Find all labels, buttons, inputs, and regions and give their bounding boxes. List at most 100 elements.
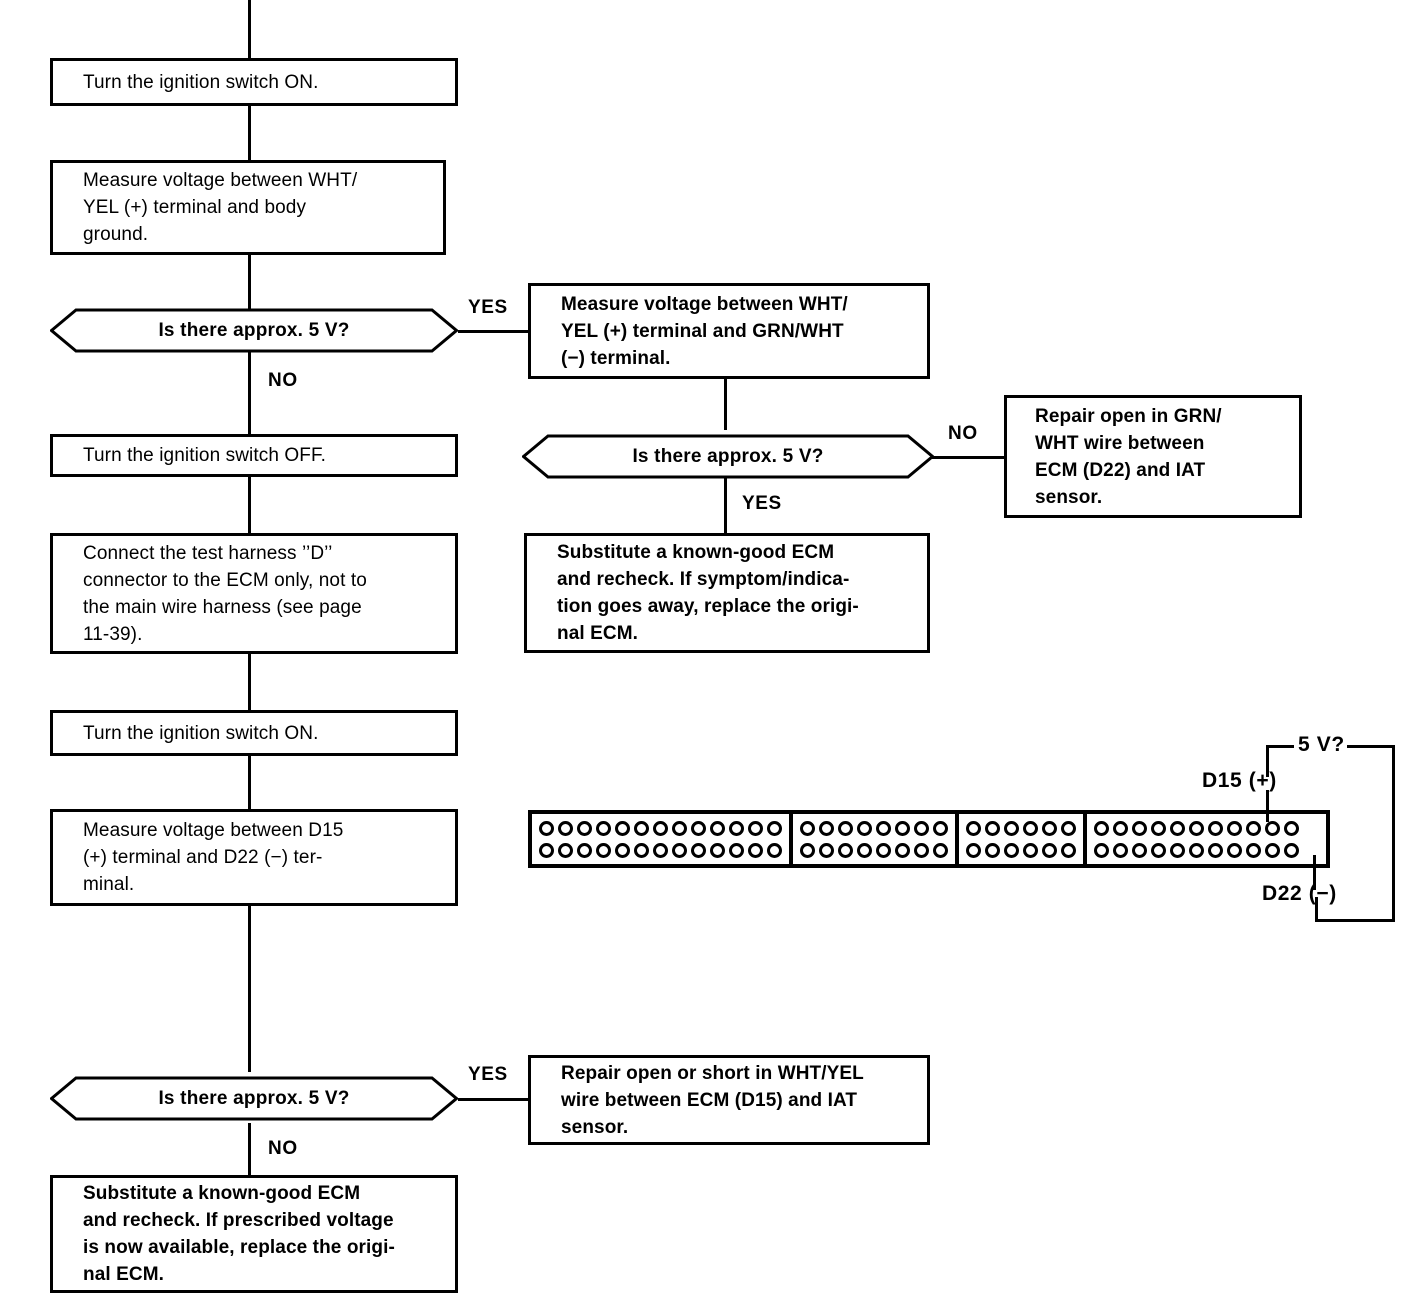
connector-pin [1265, 842, 1280, 858]
connector-pin [838, 842, 853, 858]
connector-pin [1284, 820, 1299, 836]
connector-pin [1113, 820, 1128, 836]
connector-pin [966, 842, 981, 858]
step-ignition-off-label: Turn the ignition switch OFF. [83, 445, 326, 466]
connector-pin [539, 842, 554, 858]
connector-pin [1113, 842, 1128, 858]
connector-pin [577, 820, 592, 836]
edge-label-no-2: NO [948, 423, 978, 444]
connector-line-top-entry [248, 0, 251, 58]
connector-pin [800, 820, 815, 836]
connector-pin [819, 820, 834, 836]
connector-pin [596, 820, 611, 836]
connector-pin [1132, 842, 1147, 858]
connector-pin [1265, 820, 1280, 836]
connector-pin [914, 820, 929, 836]
connector-segment-4-row-bottom [1094, 842, 1299, 858]
step-ignition-off: Turn the ignition switch OFF. [50, 434, 458, 477]
edge-label-no-1: NO [268, 370, 298, 391]
result-repair-wht-yel: Repair open or short in WHT/YEL wire bet… [528, 1055, 930, 1145]
connector-segment-2 [793, 814, 959, 864]
connector-line-n2-n3 [248, 255, 251, 310]
decision-5v-second-label: Is there approx. 5 V? [632, 445, 824, 467]
connector-line-n12-n14 [248, 1123, 251, 1176]
decision-5v-first-label: Is there approx. 5 V? [158, 319, 350, 341]
connector-pin [838, 820, 853, 836]
callout-label-d22: D22 (−) [1262, 882, 1337, 905]
connector-pin [800, 842, 815, 858]
connector-pin [857, 842, 872, 858]
connector-pin [985, 842, 1000, 858]
connector-line-n4-n5 [724, 378, 727, 430]
connector-pin [1094, 842, 1109, 858]
result-substitute-ecm-symptom-label: Substitute a known-good ECM and recheck.… [557, 542, 859, 644]
connector-pin [1004, 820, 1019, 836]
connector-pin [729, 820, 744, 836]
connector-segment-4 [1087, 814, 1306, 864]
callout-lead-d22-return-up [1315, 897, 1318, 922]
connector-line-yes1 [458, 330, 530, 333]
callout-lead-d15-upper [1266, 745, 1269, 777]
connector-pin [1094, 820, 1109, 836]
connector-line-no2 [932, 456, 1004, 459]
connector-pin [857, 820, 872, 836]
step-measure-wht-yel-body-label: Measure voltage between WHT/ YEL (+) ter… [83, 170, 358, 245]
callout-bar-5v-left [1266, 745, 1294, 748]
connector-pin [653, 842, 668, 858]
connector-pin [876, 842, 891, 858]
connector-pin [767, 820, 782, 836]
result-repair-grn-wht-label: Repair open in GRN/ WHT wire between ECM… [1035, 405, 1222, 508]
connector-pin [876, 820, 891, 836]
connector-pin [914, 842, 929, 858]
connector-line-n1-n2 [248, 105, 251, 160]
connector-pin [558, 820, 573, 836]
connector-pin [933, 842, 948, 858]
connector-pin [1061, 820, 1076, 836]
connector-pin [1061, 842, 1076, 858]
connector-pin [1023, 820, 1038, 836]
connector-segment-2-row-bottom [800, 842, 948, 858]
connector-pin [634, 842, 649, 858]
connector-line-n11-n12 [248, 905, 251, 1072]
connector-pin [1227, 842, 1242, 858]
connector-pin [895, 842, 910, 858]
decision-5v-first-shape [50, 308, 458, 353]
step-measure-wht-yel-grn-wht: Measure voltage between WHT/ YEL (+) ter… [528, 283, 930, 379]
step-ignition-on-bottom: Turn the ignition switch ON. [50, 710, 458, 756]
step-measure-wht-yel-body: Measure voltage between WHT/ YEL (+) ter… [50, 160, 446, 255]
connector-pin [672, 820, 687, 836]
edge-label-yes-3: YES [468, 1064, 508, 1085]
connector-pin [1004, 842, 1019, 858]
connector-pin [748, 842, 763, 858]
connector-line-n9-n10 [248, 653, 251, 710]
connector-pin [748, 820, 763, 836]
result-repair-grn-wht: Repair open in GRN/ WHT wire between ECM… [1004, 395, 1302, 518]
edge-label-yes-1: YES [468, 297, 508, 318]
connector-pin [672, 842, 687, 858]
connector-pin [1023, 842, 1038, 858]
connector-pin [653, 820, 668, 836]
callout-lead-5v-right-down [1392, 745, 1395, 922]
callout-lead-d22 [1313, 855, 1316, 890]
edge-label-yes-2: YES [742, 493, 782, 514]
connector-pin [1170, 842, 1185, 858]
connector-line-n8-n9 [248, 476, 251, 534]
step-measure-wht-yel-grn-wht-label: Measure voltage between WHT/ YEL (+) ter… [561, 293, 848, 369]
decision-5v-first: Is there approx. 5 V? [50, 308, 458, 353]
connector-pin [615, 820, 630, 836]
connector-pin-d15 [1227, 820, 1242, 836]
connector-pin [1042, 820, 1057, 836]
result-repair-wht-yel-label: Repair open or short in WHT/YEL wire bet… [561, 1062, 864, 1138]
connector-pin [729, 842, 744, 858]
connector-segment-3 [959, 814, 1087, 864]
connector-pin [1132, 820, 1147, 836]
callout-lead-d15-lower [1266, 790, 1269, 822]
step-ignition-on-top: Turn the ignition switch ON. [50, 58, 458, 106]
step-connect-test-harness: Connect the test harness ’’D’’ connector… [50, 533, 458, 654]
callout-label-d15: D15 (+) [1202, 769, 1277, 792]
result-substitute-ecm-voltage-label: Substitute a known-good ECM and recheck.… [83, 1183, 395, 1285]
decision-5v-second-shape [522, 434, 934, 479]
connector-line-n5-n7 [724, 472, 727, 534]
connector-pin [985, 820, 1000, 836]
